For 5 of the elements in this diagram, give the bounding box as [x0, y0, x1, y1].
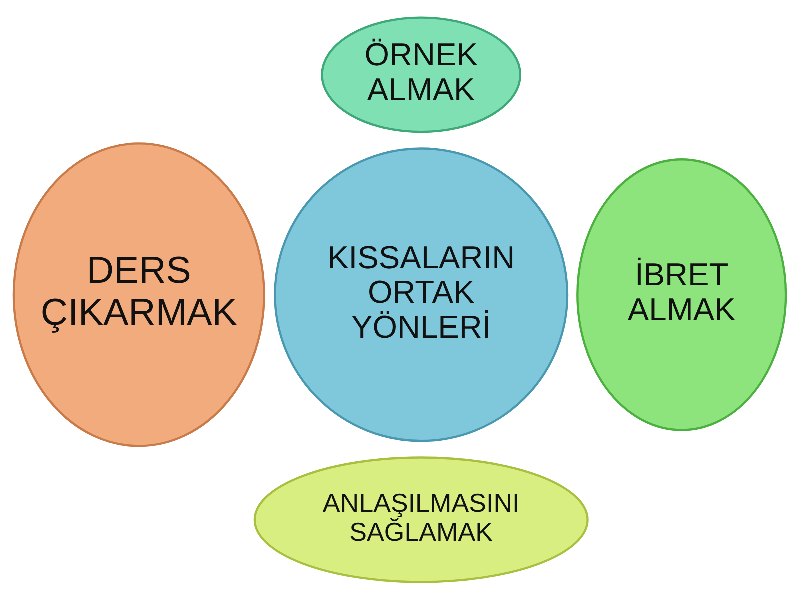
node-ellipse: DERS ÇIKARMAK	[12, 142, 266, 448]
node-ellipse: ÖRNEK ALMAK	[321, 16, 522, 134]
node-ellipse: ANLAŞILMASINI SAĞLAMAK	[254, 456, 589, 584]
node-circle: KISSALARIN ORTAK YÖNLERİ	[274, 148, 569, 442]
node-ellipse: İBRET ALMAK	[576, 158, 788, 432]
